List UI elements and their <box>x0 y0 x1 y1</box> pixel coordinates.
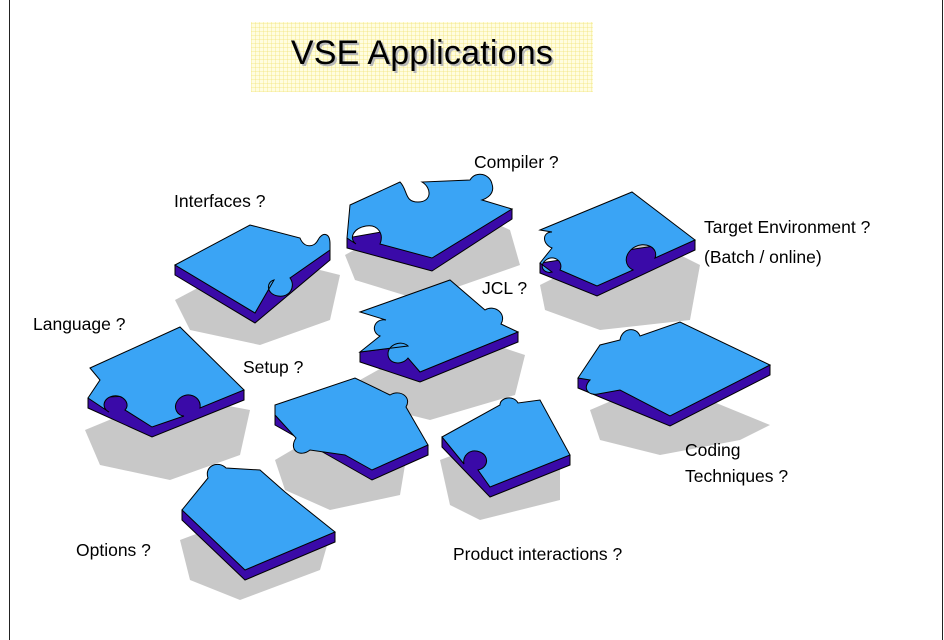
puzzle-piece-product-interactions <box>441 397 571 498</box>
label-techniques: Techniques ? <box>685 466 789 486</box>
label-product-interactions: Product interactions ? <box>453 544 623 564</box>
label-language: Language ? <box>33 314 126 334</box>
puzzle-piece-jcl <box>358 279 520 383</box>
slide-frame <box>9 0 943 640</box>
label-coding: Coding <box>685 440 741 460</box>
label-options: Options ? <box>76 540 151 560</box>
puzzle-piece-interfaces <box>173 224 331 324</box>
puzzle-piece-language <box>87 326 245 438</box>
puzzle-piece-options <box>181 463 336 581</box>
puzzle-piece-compiler <box>346 173 514 272</box>
puzzle-piece-setup <box>274 377 429 481</box>
label-interfaces: Interfaces ? <box>174 191 266 211</box>
title-box: VSE Applications <box>251 22 593 92</box>
label-target-environment: Target Environment ? <box>704 217 871 237</box>
puzzle-piece-target-environment <box>538 191 696 297</box>
puzzle-piece-coding-techniques <box>577 321 772 427</box>
label-setup: Setup ? <box>243 357 304 377</box>
page-title: VSE Applications <box>290 34 554 72</box>
label-batch-online: (Batch / online) <box>704 247 822 267</box>
label-compiler: Compiler ? <box>474 152 559 172</box>
label-jcl: JCL ? <box>482 278 528 298</box>
